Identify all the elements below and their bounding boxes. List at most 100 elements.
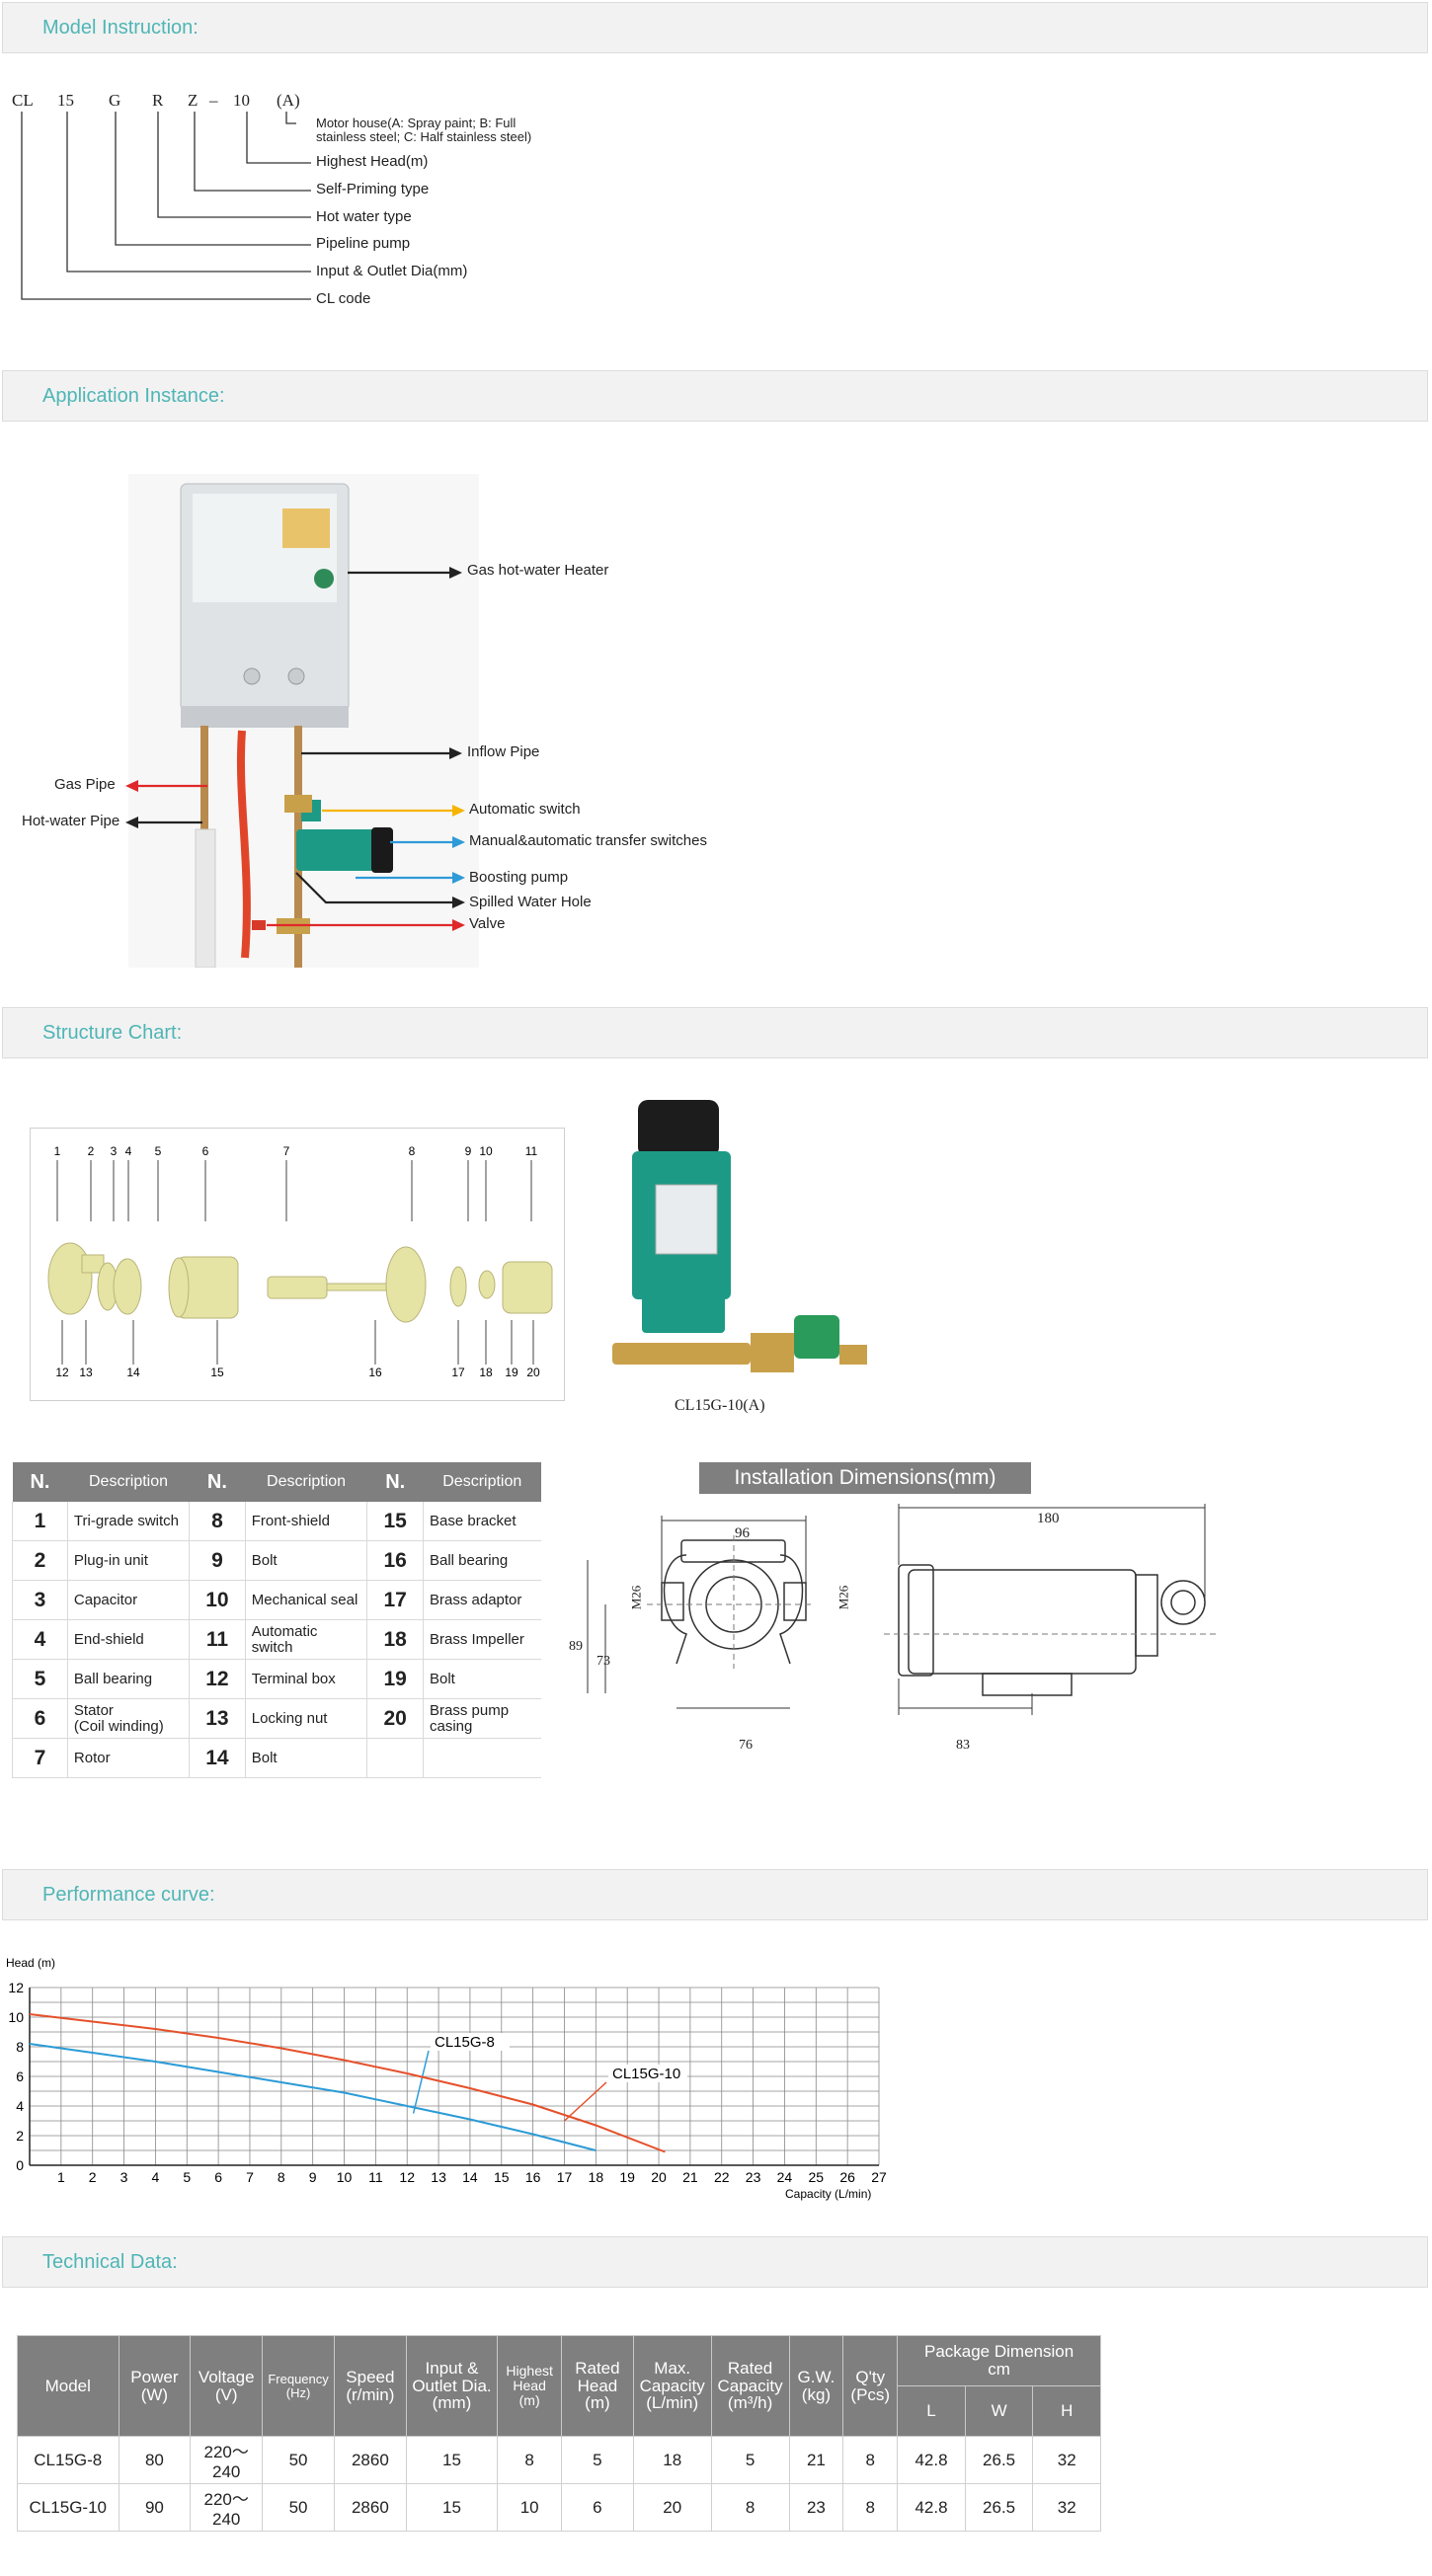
label-valve: Valve bbox=[469, 915, 506, 932]
y-tick-label: 12 bbox=[8, 1980, 24, 1995]
x-tick-label: 15 bbox=[494, 2169, 510, 2185]
tech-cell: 2860 bbox=[334, 2436, 407, 2484]
callout-top: 6 bbox=[202, 1144, 209, 1158]
part-description: Tri-grade switch bbox=[66, 1502, 190, 1541]
tech-cell: 50 bbox=[262, 2483, 335, 2532]
part-number: 19 bbox=[366, 1659, 424, 1699]
header-n: N. bbox=[189, 1462, 246, 1502]
dim-side-base: 83 bbox=[956, 1738, 970, 1753]
part-description: Ball bearing bbox=[423, 1540, 541, 1581]
dimension-drawing bbox=[587, 1504, 1220, 1715]
label-automatic-switch: Automatic switch bbox=[469, 801, 581, 818]
tech-cell: CL15G-8 bbox=[17, 2436, 119, 2484]
header-line: Package Dimension bbox=[923, 2342, 1074, 2362]
callout-bottom: 19 bbox=[505, 1366, 518, 1379]
y-tick-label: 6 bbox=[16, 2069, 24, 2084]
header-line: Frequency bbox=[268, 2371, 329, 2386]
part-description: Front-shield bbox=[244, 1502, 367, 1541]
header-line: (V) bbox=[214, 2384, 238, 2404]
x-tick-label: 17 bbox=[557, 2169, 573, 2185]
header-line: Outlet Dia. bbox=[412, 2376, 492, 2395]
section-title: Application Instance: bbox=[42, 385, 225, 407]
label-gas-heater: Gas hot-water Heater bbox=[467, 562, 609, 579]
x-tick-label: 1 bbox=[57, 2169, 65, 2185]
part-description: Locking nut bbox=[244, 1698, 367, 1739]
series-leader bbox=[412, 2050, 430, 2114]
x-tick-label: 14 bbox=[462, 2169, 478, 2185]
code-label: Pipeline pump bbox=[316, 235, 411, 252]
tech-cell: 10 bbox=[497, 2483, 563, 2532]
header-line: (m) bbox=[585, 2393, 610, 2413]
section-application-instance: Application Instance: bbox=[2, 370, 1428, 422]
tech-cell: 8 bbox=[842, 2483, 899, 2532]
x-tick-label: 11 bbox=[368, 2169, 383, 2185]
callout-bottom: 13 bbox=[79, 1366, 93, 1379]
tech-subheader-row: L W H bbox=[18, 2385, 1101, 2437]
header-line: Speed bbox=[346, 2367, 395, 2386]
code-part: R bbox=[152, 91, 164, 110]
tech-cell: 220～240 bbox=[190, 2483, 264, 2532]
header-line: Capacity bbox=[639, 2376, 705, 2395]
label-hot-water-pipe: Hot-water Pipe bbox=[22, 813, 120, 829]
y-tick-label: 8 bbox=[16, 2039, 24, 2055]
header-line: G.W. bbox=[797, 2367, 835, 2386]
callout-bottom: 14 bbox=[126, 1366, 140, 1379]
part-description bbox=[423, 1738, 541, 1778]
dimensions-title: Installation Dimensions(mm) bbox=[699, 1462, 1031, 1494]
section-structure-chart: Structure Chart: bbox=[2, 1007, 1428, 1058]
tech-cell: 26.5 bbox=[964, 2436, 1034, 2484]
label-spilled-water-hole: Spilled Water Hole bbox=[469, 894, 592, 910]
part-description: Brass Impeller bbox=[423, 1619, 541, 1660]
header-frequency: Frequency(Hz) bbox=[262, 2335, 335, 2437]
callout-top: 1 bbox=[54, 1144, 61, 1158]
tech-cell: 20 bbox=[632, 2483, 712, 2532]
tech-cell: 18 bbox=[632, 2436, 712, 2484]
part-number: 2 bbox=[12, 1540, 68, 1581]
exploded-parts-drawing bbox=[47, 1242, 553, 1323]
y-tick-label: 10 bbox=[8, 2009, 24, 2025]
part-description: Base bracket bbox=[423, 1502, 541, 1541]
x-axis-label: Capacity (L/min) bbox=[785, 2187, 871, 2201]
label-inflow-pipe: Inflow Pipe bbox=[467, 743, 540, 760]
tech-cell: 32 bbox=[1032, 2483, 1101, 2532]
part-description: Plug-in unit bbox=[66, 1540, 190, 1581]
part-number: 17 bbox=[366, 1580, 424, 1620]
callout-bottom: 18 bbox=[479, 1366, 493, 1379]
pump-photo bbox=[612, 1100, 867, 1372]
x-tick-label: 9 bbox=[309, 2169, 317, 2185]
header-line: Rated bbox=[575, 2358, 620, 2378]
x-tick-label: 3 bbox=[120, 2169, 128, 2185]
part-number: 11 bbox=[189, 1619, 246, 1660]
header-line: Rated bbox=[727, 2358, 773, 2378]
dim-thread-right: M26 bbox=[835, 1585, 851, 1610]
callout-top: 5 bbox=[155, 1144, 162, 1158]
callout-bottom: 17 bbox=[451, 1366, 465, 1379]
tech-cell: 21 bbox=[788, 2436, 844, 2484]
x-tick-label: 6 bbox=[214, 2169, 222, 2185]
code-label: Input & Outlet Dia(mm) bbox=[316, 263, 468, 279]
header-line: (kg) bbox=[801, 2384, 832, 2404]
tech-cell: 2860 bbox=[334, 2483, 407, 2532]
label-boosting-pump: Boosting pump bbox=[469, 869, 569, 886]
header-n: N. bbox=[12, 1462, 68, 1502]
y-tick-label: 0 bbox=[16, 2157, 24, 2173]
header-qty: Q'ty(Pcs) bbox=[842, 2335, 899, 2437]
header-line: Voltage bbox=[198, 2367, 255, 2386]
part-description: Bolt bbox=[423, 1659, 541, 1699]
technical-table: Model Power(W) Voltage(V) Frequency(Hz) … bbox=[17, 2335, 1101, 2532]
tech-cell: 220～240 bbox=[190, 2436, 264, 2484]
part-number: 1 bbox=[12, 1502, 68, 1541]
callout-top: 11 bbox=[525, 1144, 538, 1158]
exploded-view bbox=[30, 1128, 565, 1401]
code-label-line: stainless steel; C: Half stainless steel… bbox=[316, 129, 532, 144]
tech-cell: 15 bbox=[405, 2483, 499, 2532]
header-line: cm bbox=[988, 2360, 1010, 2379]
